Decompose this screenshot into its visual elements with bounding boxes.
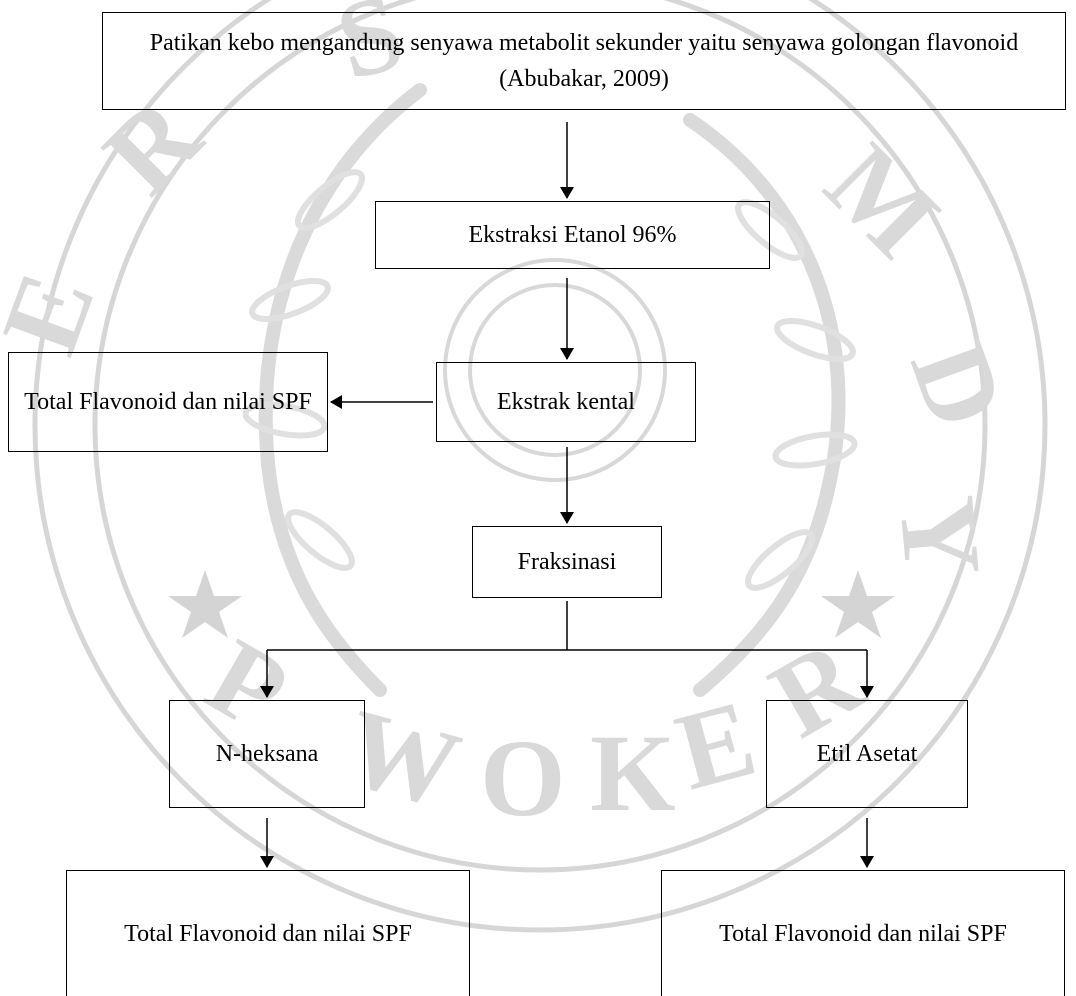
node-total-bottom-left-label: Total Flavonoid dan nilai SPF [124, 920, 412, 947]
svg-text:K: K [590, 712, 676, 834]
node-total-bottom-right-label: Total Flavonoid dan nilai SPF [719, 920, 1007, 947]
node-etil: Etil Asetat [766, 700, 968, 808]
svg-text:O: O [480, 717, 566, 839]
node-nheksana-label: N-heksana [215, 741, 319, 767]
node-ekstrak-label: Ekstrak kental [497, 389, 635, 415]
node-total-left-label: Total Flavonoid dan nilai SPF [24, 389, 312, 415]
node-nheksana: N-heksana [169, 700, 365, 808]
node-root-label: Patikan kebo mengandung senyawa metaboli… [149, 30, 1019, 92]
svg-text:Y: Y [876, 491, 1004, 581]
node-ekstrak: Ekstrak kental [436, 362, 696, 442]
node-ekstraksi-label: Ekstraksi Etanol 96% [468, 222, 677, 248]
node-total-bottom-left: Total Flavonoid dan nilai SPF [66, 870, 470, 996]
node-root: Patikan kebo mengandung senyawa metaboli… [102, 12, 1066, 110]
node-etil-label: Etil Asetat [816, 741, 918, 767]
node-total-bottom-right: Total Flavonoid dan nilai SPF [661, 870, 1065, 996]
node-total-left: Total Flavonoid dan nilai SPF [8, 352, 328, 452]
node-ekstraksi: Ekstraksi Etanol 96% [375, 201, 770, 269]
node-fraksinasi: Fraksinasi [472, 526, 662, 598]
node-fraksinasi-label: Fraksinasi [517, 549, 617, 575]
